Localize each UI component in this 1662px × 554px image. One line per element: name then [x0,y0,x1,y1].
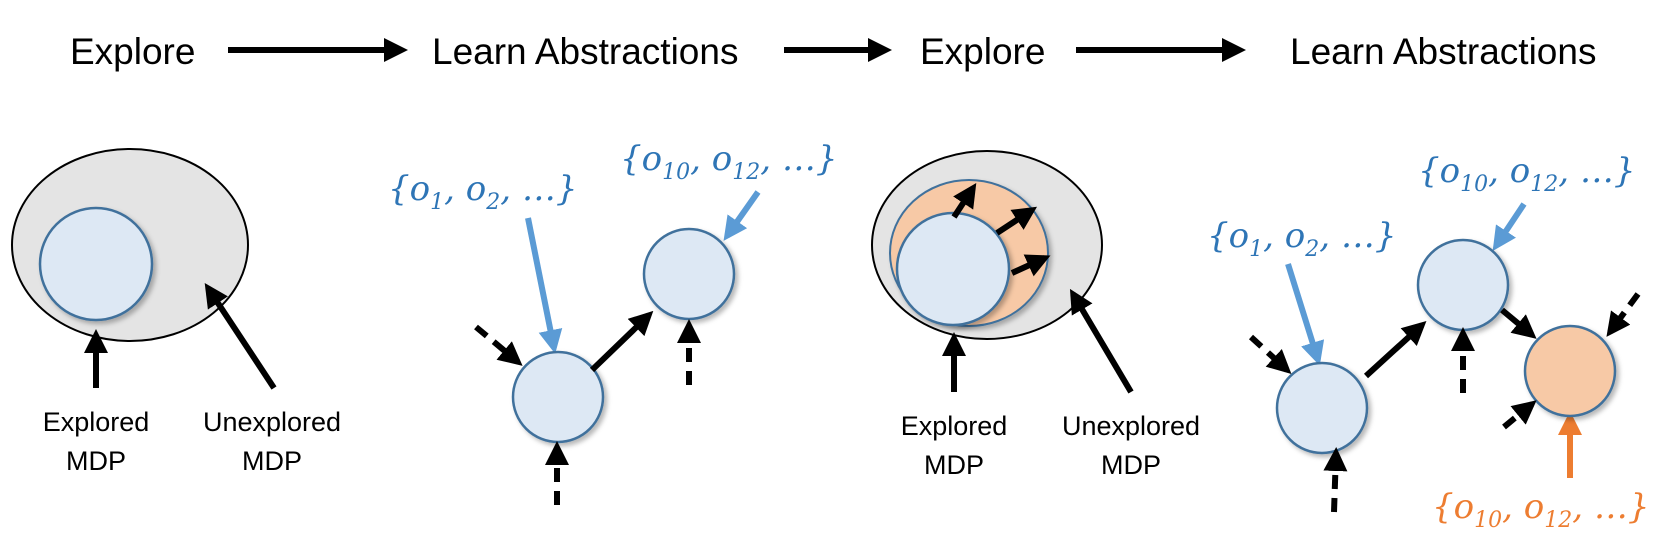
unexplored-pointer-arrow [204,282,277,390]
incoming-dashed-arrow-1 [1248,334,1292,375]
panel-3-explore: Explored MDP Unexplored MDP [871,150,1200,480]
transition-arrow-2 [1500,307,1537,339]
unexplored-pointer-arrow [1069,288,1134,394]
abstract-state-node-1 [1275,361,1369,455]
option-arrow-b [723,190,761,241]
new-abstract-state-node [1523,324,1617,418]
incoming-dashed-arrow-4 [1606,292,1641,337]
panel-2-learn-abstractions: {o1, o2, …} {o10, o12, …} [388,139,837,505]
explored-label-line2: MDP [924,450,984,480]
options-label-new: {o10, o12, …} [1432,487,1649,533]
incoming-dashed-arrow-2 [1323,447,1348,513]
options-label-b: {o10, o12, …} [1418,151,1635,197]
flow-step-explore-1: Explore [70,31,195,72]
option-arrow-b [1492,202,1527,251]
explored-label-line1: Explored [901,411,1008,441]
unexplored-label-line2: MDP [1101,450,1161,480]
transition-arrow-1 [1363,320,1427,379]
flow-step-learn-abstractions-2: Learn Abstractions [1290,31,1596,72]
unexplored-label-line2: MDP [242,446,302,476]
options-label-b: {o10, o12, …} [620,139,837,185]
abstract-state-node-2 [1416,238,1510,332]
options-label-a: {o1, o2, …} [1207,216,1396,262]
transition-arrow [589,310,654,373]
unexplored-label-line1: Unexplored [1062,411,1200,441]
incoming-dashed-arrow-5 [1502,400,1537,430]
abstract-state-node-2 [642,227,736,321]
option-arrow-a [1285,263,1325,366]
explored-label-line1: Explored [43,407,150,437]
explored-mdp-node [38,206,154,322]
explored-mdp-node [895,211,1011,327]
option-arrow-a [525,217,563,354]
header-flow: Explore Learn Abstractions Explore Learn… [70,31,1596,72]
panel-1-explore: Explored MDP Unexplored MDP [11,148,341,476]
abstract-state-node-1 [511,350,605,444]
expansion-arrow-3 [1010,254,1051,277]
unexplored-label-line1: Unexplored [203,407,341,437]
explored-label-line2: MDP [66,446,126,476]
expansion-arrow-2 [995,206,1038,236]
options-label-a: {o1, o2, …} [388,169,577,215]
panel-4-learn-abstractions: {o10, o12, …} {o1, o2, …} {o10, o12, …} [1207,151,1649,533]
expansion-arrow-1 [951,182,977,219]
incoming-dashed-arrow-1 [474,324,523,366]
flow-step-explore-2: Explore [920,31,1045,72]
flow-step-learn-abstractions-1: Learn Abstractions [432,31,738,72]
